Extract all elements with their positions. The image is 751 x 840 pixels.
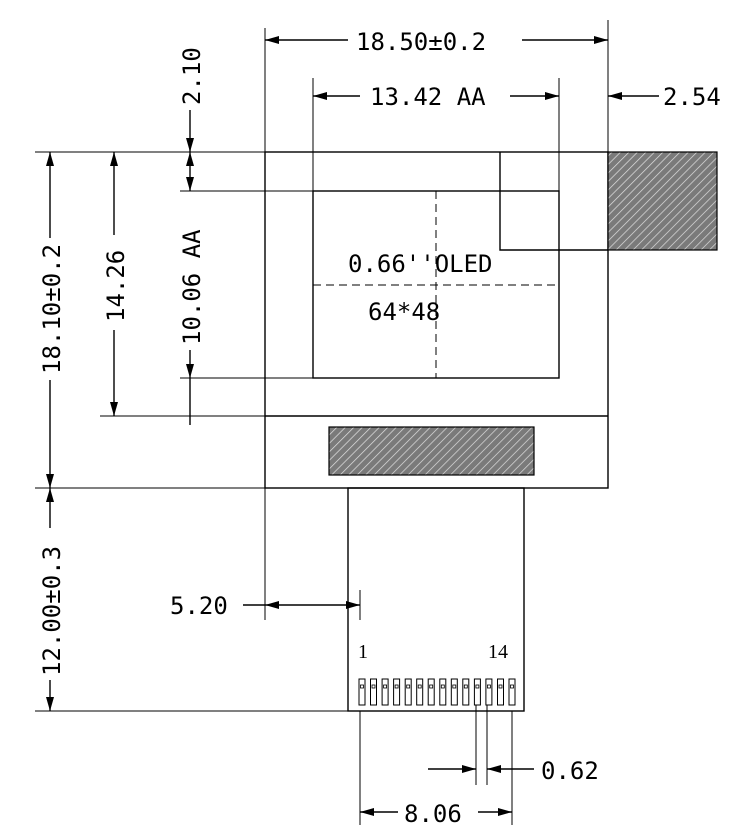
driver-ic bbox=[328, 426, 535, 476]
fpc-cable bbox=[347, 487, 525, 712]
fpc-pin-hole bbox=[371, 684, 376, 689]
dim-offset-top: 2.10 bbox=[178, 47, 206, 105]
fpc-pin bbox=[358, 678, 366, 706]
fpc-pin-hole bbox=[417, 684, 422, 689]
dim-glass-height: 14.26 bbox=[102, 250, 130, 322]
dim-offset-right: 2.54 bbox=[663, 83, 721, 111]
film-tab-outline bbox=[499, 152, 608, 251]
fpc-pin bbox=[427, 678, 435, 706]
fpc-pin-hole bbox=[406, 684, 411, 689]
display-size-label: 0.66''OLED bbox=[348, 250, 493, 278]
fpc-pin-hole bbox=[475, 684, 480, 689]
fpc-pin bbox=[485, 678, 493, 706]
pin-first-label: 1 bbox=[358, 641, 368, 663]
fpc-pin-row bbox=[358, 678, 516, 706]
dim-active-area-height: 10.06 AA bbox=[178, 229, 206, 345]
dim-fpc-length: 12.00±0.3 bbox=[38, 546, 66, 676]
fpc-outline bbox=[347, 487, 525, 712]
dim-overall-height: 18.10±0.2 bbox=[38, 244, 66, 374]
fpc-pin-hole bbox=[440, 684, 445, 689]
fpc-pin bbox=[450, 678, 458, 706]
fpc-pin-hole bbox=[394, 684, 399, 689]
fpc-pin-hole bbox=[498, 684, 503, 689]
fpc-pin bbox=[473, 678, 481, 706]
fpc-pin-hole bbox=[429, 684, 434, 689]
dimension-lines bbox=[46, 36, 659, 816]
dim-fpc-offset: 5.20 bbox=[170, 592, 228, 620]
film-tab-hatch bbox=[607, 151, 718, 251]
fpc-pin-hole bbox=[452, 684, 457, 689]
fpc-pin bbox=[439, 678, 447, 706]
fpc-pin bbox=[393, 678, 401, 706]
fpc-pin bbox=[370, 678, 377, 706]
dim-overall-width: 18.50±0.2 bbox=[356, 28, 486, 56]
dim-pin-pitch: 0.62 bbox=[541, 757, 599, 785]
fpc-pin bbox=[416, 678, 424, 706]
fpc-pin bbox=[508, 678, 516, 706]
fpc-pin-hole bbox=[486, 684, 491, 689]
fpc-pin-hole bbox=[463, 684, 468, 689]
fpc-pin bbox=[404, 678, 412, 706]
fpc-pin bbox=[381, 678, 389, 706]
fpc-pin bbox=[462, 678, 470, 706]
extension-lines bbox=[35, 20, 609, 825]
display-resolution-label: 64*48 bbox=[368, 298, 440, 326]
pin-last-label: 14 bbox=[488, 641, 508, 663]
fpc-pin-hole bbox=[383, 684, 388, 689]
fpc-pin bbox=[497, 678, 504, 706]
fpc-pin-hole bbox=[510, 684, 514, 689]
module-outline bbox=[264, 151, 718, 489]
dim-pin-span: 8.06 bbox=[404, 800, 462, 828]
fpc-pin-hole bbox=[360, 684, 364, 689]
dim-active-area-width: 13.42 AA bbox=[370, 83, 486, 111]
